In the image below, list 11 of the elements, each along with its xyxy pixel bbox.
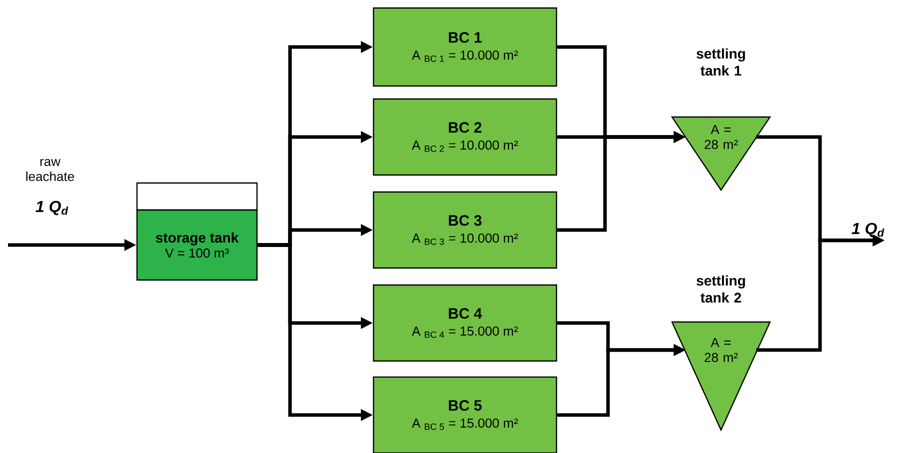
flow-label: 1 Q$_{d}$ (36, 200, 68, 216)
basin-box: BC 3 A $_{BC 3}$ = 10.000 m² (372, 191, 558, 269)
storage-tank: storage tank V = 100 m³ (136, 182, 258, 281)
basin-box: BC 4 A $_{BC 4}$ = 15.000 m² (372, 284, 558, 362)
node-label: settling tank 2 (696, 275, 745, 303)
node-label: settling tank 1 (696, 48, 745, 76)
flow-label: raw leachate (26, 158, 74, 182)
basin-box: BC 2 A $_{BC 2}$ = 10.000 m² (372, 98, 558, 176)
flow-label: 1 Q$_{d}$ (852, 222, 884, 238)
basin-box: BC 5 A $_{BC 5}$ = 15.000 m² (372, 376, 558, 453)
basin-box: BC 1 A $_{BC 1}$ = 10.000 m² (372, 7, 558, 87)
